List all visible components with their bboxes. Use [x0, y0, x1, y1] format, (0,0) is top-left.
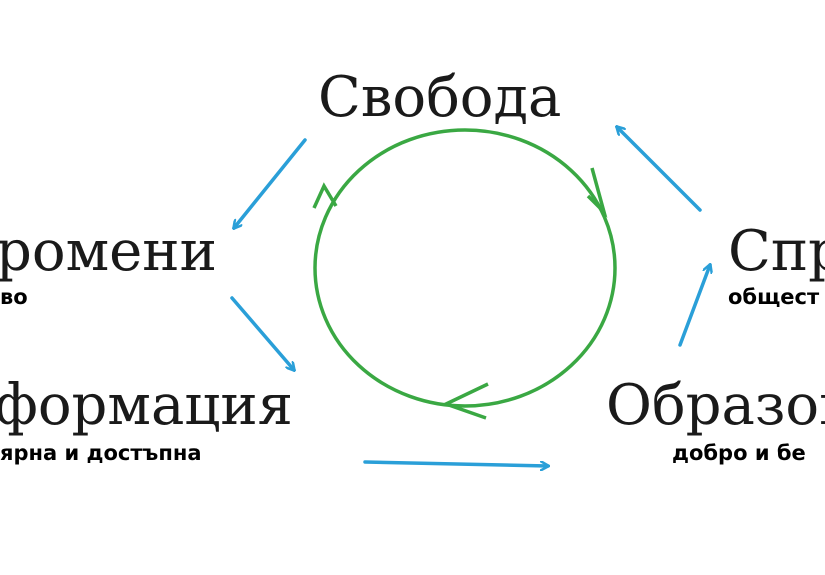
- node-justice-title: Спр: [728, 219, 825, 284]
- arrow-justice-to-freedom: [617, 127, 702, 212]
- cycle-arrowhead-right: [586, 167, 608, 218]
- cycle-arrowhead-bottom: [441, 382, 489, 420]
- node-justice-subtitle: общест: [728, 285, 820, 309]
- arrow-education-to-justice: [678, 265, 710, 347]
- cycle-arrowhead-left: [312, 182, 338, 209]
- node-freedom-title: Свобода: [318, 65, 561, 130]
- arrow-information-to-education: [363, 460, 548, 466]
- cycle-circle: [313, 128, 617, 408]
- node-information-subtitle: ярна и достъпна: [0, 441, 202, 465]
- arrow-freedom-to-changes: [234, 138, 307, 228]
- arrow-changes-to-information: [230, 296, 294, 370]
- node-information-title: формация: [0, 373, 293, 438]
- node-changes-title: ромени: [0, 219, 217, 284]
- node-education-title: Образов: [606, 373, 825, 438]
- node-changes-subtitle: во: [0, 285, 28, 309]
- node-education-subtitle: добро и бе: [672, 441, 806, 465]
